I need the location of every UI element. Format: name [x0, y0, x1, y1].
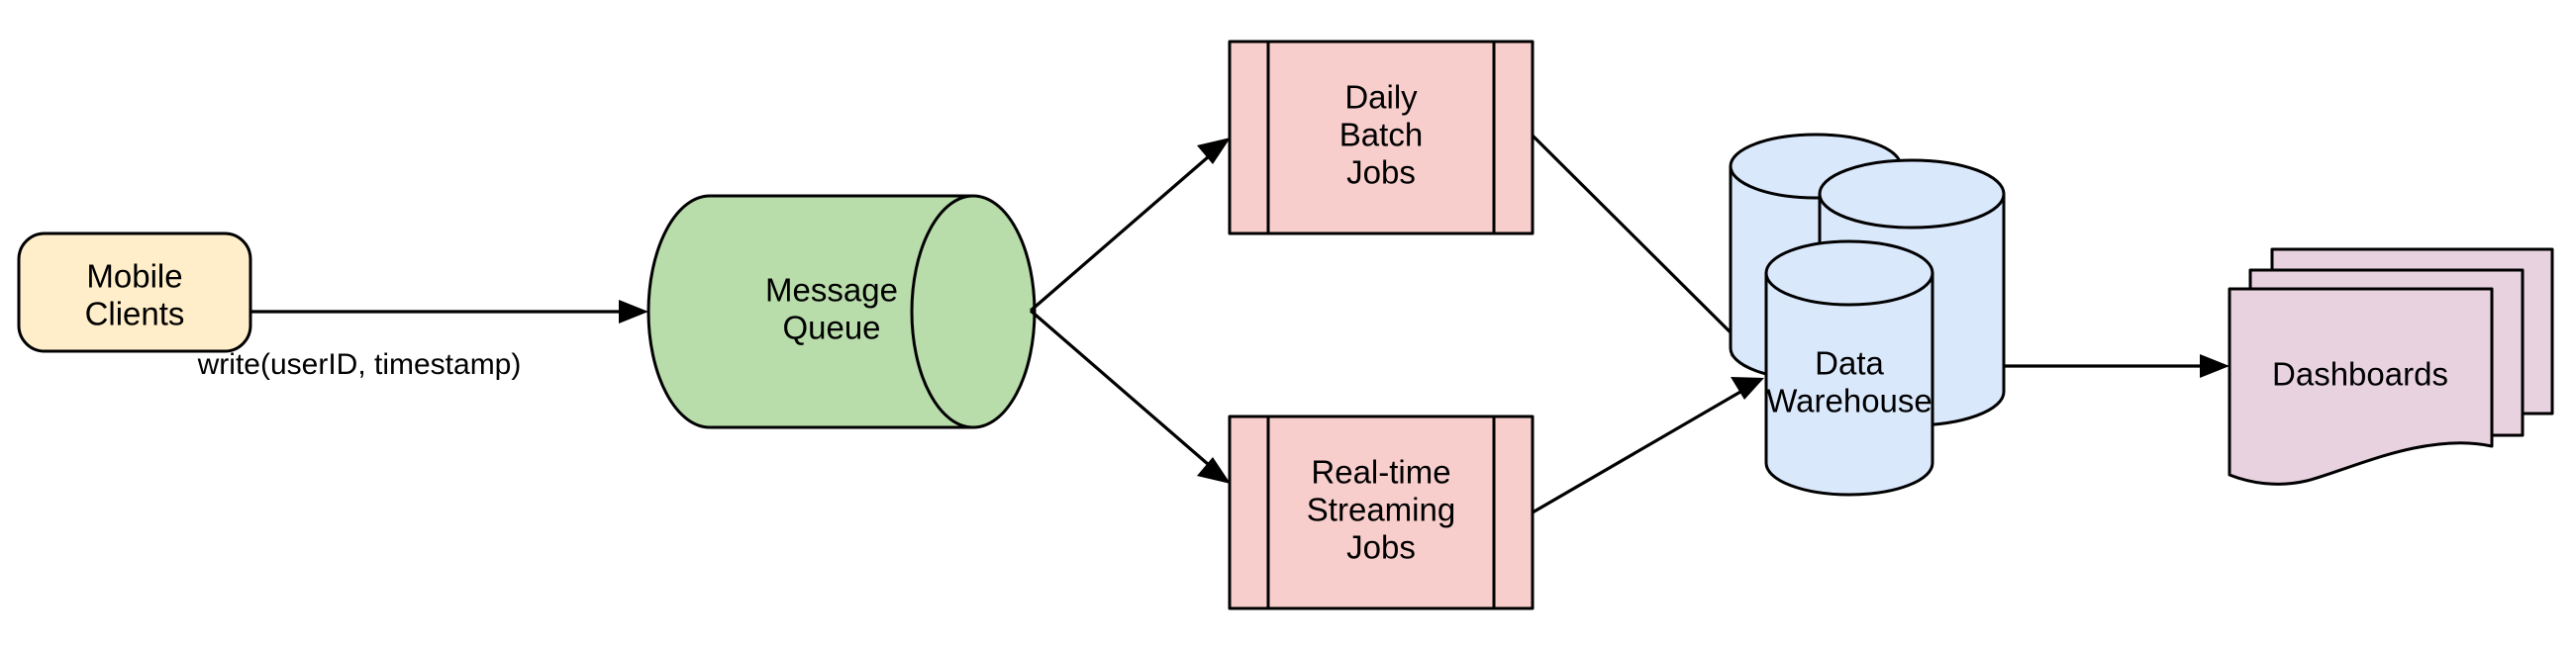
- node-daily-batch-jobs[interactable]: Daily Batch Jobs: [1228, 40, 1535, 235]
- edge-streaming-to-warehouse[interactable]: [1532, 377, 1764, 514]
- dashboards-doc-front: [2228, 287, 2494, 486]
- daily-batch-jobs-label-line2: Batch: [1339, 117, 1423, 153]
- edge-queue-to-batch[interactable]: [1029, 138, 1231, 313]
- daily-batch-jobs-shape[interactable]: [1228, 40, 1535, 235]
- edge-clients-to-queue[interactable]: write(userID, timestamp): [197, 300, 648, 381]
- edge-warehouse-to-dashboards-arrowhead: [2200, 354, 2229, 378]
- edge-warehouse-to-dashboards[interactable]: [2004, 354, 2229, 378]
- message-queue-label-line2: Queue: [782, 310, 880, 346]
- message-queue-end-ellipse: [910, 194, 974, 429]
- node-dashboards[interactable]: Dashboards: [2228, 247, 2554, 486]
- realtime-streaming-jobs-shape[interactable]: [1228, 415, 1535, 610]
- node-mobile-clients[interactable]: Mobile Clients: [17, 231, 252, 353]
- data-warehouse-cyl3-top: [1764, 239, 1934, 307]
- data-warehouse-cyl3-body: [1764, 271, 1934, 497]
- realtime-streaming-jobs-label-line1: Real-time: [1311, 454, 1450, 491]
- edge-queue-to-streaming-line: [1029, 309, 1218, 473]
- node-data-warehouse[interactable]: Data Warehouse: [1729, 133, 2006, 497]
- node-realtime-streaming-jobs[interactable]: Real-time Streaming Jobs: [1228, 415, 1535, 610]
- edge-streaming-to-warehouse-arrowhead: [1731, 377, 1764, 400]
- daily-batch-jobs-label-line1: Daily: [1344, 79, 1418, 116]
- edge-queue-to-batch-line: [1029, 148, 1218, 313]
- mobile-clients-label-line1: Mobile: [86, 258, 182, 295]
- edge-queue-to-streaming[interactable]: [1029, 309, 1231, 484]
- realtime-streaming-jobs-label-line2: Streaming: [1307, 492, 1455, 528]
- data-warehouse-cylinder-front: [1764, 239, 1934, 497]
- data-warehouse-label-line1: Data: [1815, 345, 1884, 382]
- mobile-clients-shape[interactable]: [17, 231, 252, 353]
- edge-streaming-to-warehouse-line: [1532, 386, 1748, 514]
- node-message-queue[interactable]: Message Queue: [646, 194, 1037, 429]
- realtime-streaming-jobs-label-line3: Jobs: [1346, 529, 1416, 566]
- edge-queue-to-streaming-arrowhead: [1197, 457, 1231, 484]
- edge-clients-to-queue-label: write(userID, timestamp): [197, 348, 522, 381]
- data-warehouse-cyl2-top: [1818, 158, 2006, 230]
- edge-queue-to-batch-arrowhead: [1197, 138, 1231, 164]
- message-queue-label-line1: Message: [765, 272, 898, 309]
- dashboards-label: Dashboards: [2272, 356, 2448, 393]
- daily-batch-jobs-label-line3: Jobs: [1346, 154, 1416, 191]
- edge-clients-to-queue-arrowhead: [619, 300, 648, 324]
- mobile-clients-label-line2: Clients: [85, 296, 185, 332]
- edge-batch-to-warehouse-line: [1531, 134, 1749, 351]
- data-warehouse-label-line2: Warehouse: [1766, 383, 1932, 419]
